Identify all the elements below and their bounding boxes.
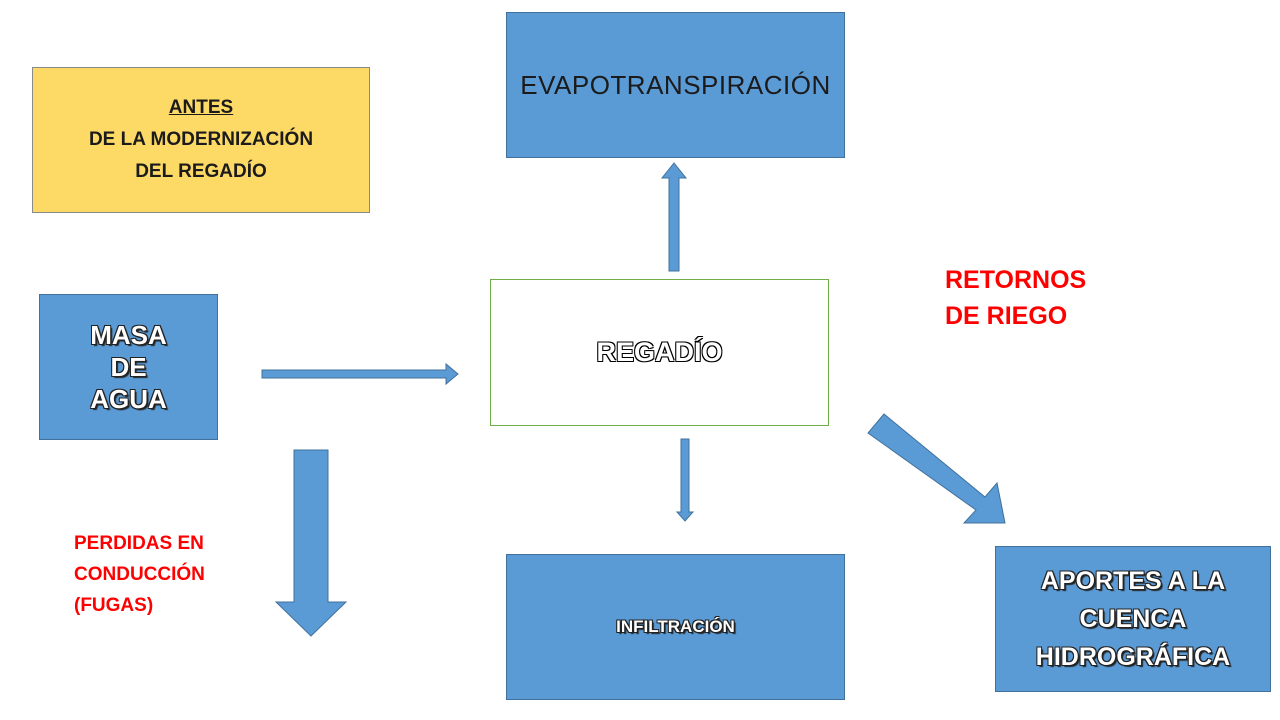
aportes-line-2: CUENCA [1079, 605, 1187, 633]
arrow-regadio-to-evapotranspiracion [660, 162, 688, 272]
retornos-de-riego-label: RETORNOS DE RIEGO [945, 262, 1086, 334]
arrow-regadio-to-infiltracion [675, 438, 695, 522]
perdidas-line-3: (FUGAS) [74, 595, 154, 616]
arrow-perdidas-down [274, 449, 348, 637]
antes-box: ANTES DE LA MODERNIZACIÓN DEL REGADÍO [32, 67, 370, 213]
perdidas-line-2: CONDUCCIÓN [74, 564, 205, 585]
aportes-line-1: APORTES A LA [1040, 567, 1226, 595]
arrow-masa-to-regadio [261, 362, 459, 386]
perdidas-label: PERDIDAS EN CONDUCCIÓN (FUGAS) [74, 528, 205, 621]
retornos-line-2: DE RIEGO [945, 302, 1068, 330]
masa-line-1: MASA [90, 320, 167, 350]
infiltracion-box: INFILTRACIÓN [506, 554, 845, 700]
aportes-line-3: HIDROGRÁFICA [1035, 643, 1231, 671]
aportes-box: APORTES A LA CUENCA HIDROGRÁFICA [995, 546, 1271, 692]
evapotranspiracion-label: EVAPOTRANSPIRACIÓN [520, 69, 831, 100]
retornos-line-1: RETORNOS [945, 266, 1087, 294]
antes-title: ANTES [168, 97, 234, 118]
evapotranspiracion-box: EVAPOTRANSPIRACIÓN [506, 12, 845, 158]
infiltracion-label: INFILTRACIÓN [616, 617, 735, 636]
antes-line-2: DE LA MODERNIZACIÓN [88, 129, 314, 150]
masa-line-2: DE [110, 352, 147, 382]
regadio-box: REGADÍO [490, 279, 829, 426]
perdidas-line-1: PERDIDAS EN [74, 533, 204, 554]
regadio-label: REGADÍO [596, 337, 723, 367]
arrow-regadio-to-aportes [867, 413, 1006, 524]
masa-line-3: AGUA [90, 384, 167, 414]
masa-de-agua-box: MASA DE AGUA [39, 294, 218, 440]
antes-line-3: DEL REGADÍO [135, 161, 267, 182]
